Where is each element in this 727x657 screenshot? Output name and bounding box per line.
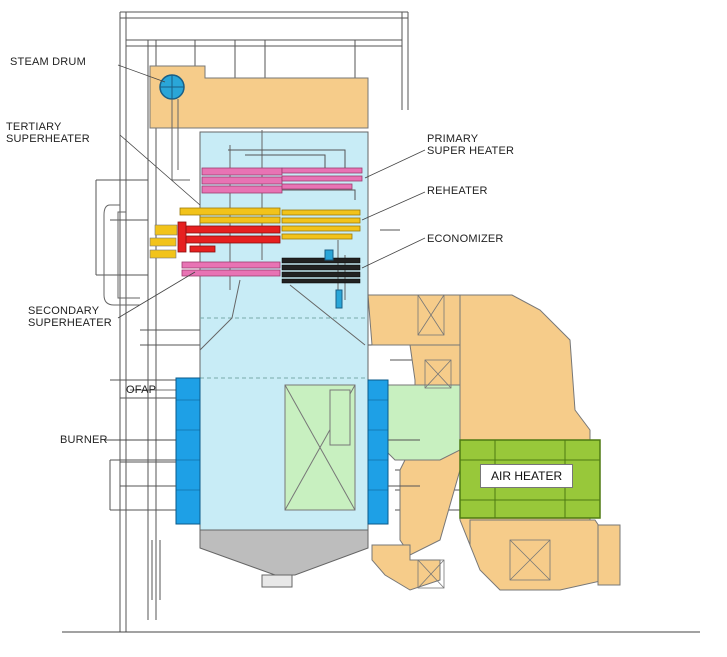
economizer-outlet (335, 289, 343, 309)
label-primary-line1: PRIMARY (427, 133, 479, 145)
burner-wall-hatching (176, 399, 388, 491)
reheater-bank (179, 207, 361, 240)
tertiary-superheater-bank (177, 221, 281, 253)
steam-drum (159, 74, 185, 100)
label-steam-drum: STEAM DRUM (10, 56, 86, 68)
burner-walls (175, 377, 389, 525)
secondary-superheater-bank (181, 261, 281, 277)
economizer-header (324, 249, 334, 261)
label-air-heater: AIR HEATER (480, 464, 574, 488)
furnace (199, 131, 369, 531)
hopper (199, 529, 369, 588)
economizer-bank (281, 257, 361, 284)
label-tertiary-line1: TERTIARY (6, 121, 62, 133)
left-side-valves (149, 224, 178, 259)
label-secondary-line2: SUPERHEATER (28, 317, 112, 329)
primary-superheater-loop (228, 149, 356, 200)
duct-cross-boxes (417, 294, 551, 589)
label-secondary-line1: SECONDARY (28, 305, 100, 317)
primary-superheater-bank (201, 167, 363, 194)
label-burner: BURNER (60, 434, 108, 446)
label-ofap: OFAP (126, 384, 157, 396)
leader-lines (110, 64, 426, 441)
label-reheater: REHEATER (427, 185, 488, 197)
label-tertiary-superheater: TERTIARY SUPERHEATER (6, 121, 90, 145)
label-tertiary-line2: SUPERHEATER (6, 133, 90, 145)
label-primary-superheater: PRIMARY SUPER HEATER (427, 133, 514, 157)
burner-nozzles (120, 397, 420, 487)
label-economizer: ECONOMIZER (427, 233, 504, 245)
label-secondary-superheater: SECONDARY SUPERHEATER (28, 305, 112, 329)
label-primary-line2: SUPER HEATER (427, 145, 515, 157)
